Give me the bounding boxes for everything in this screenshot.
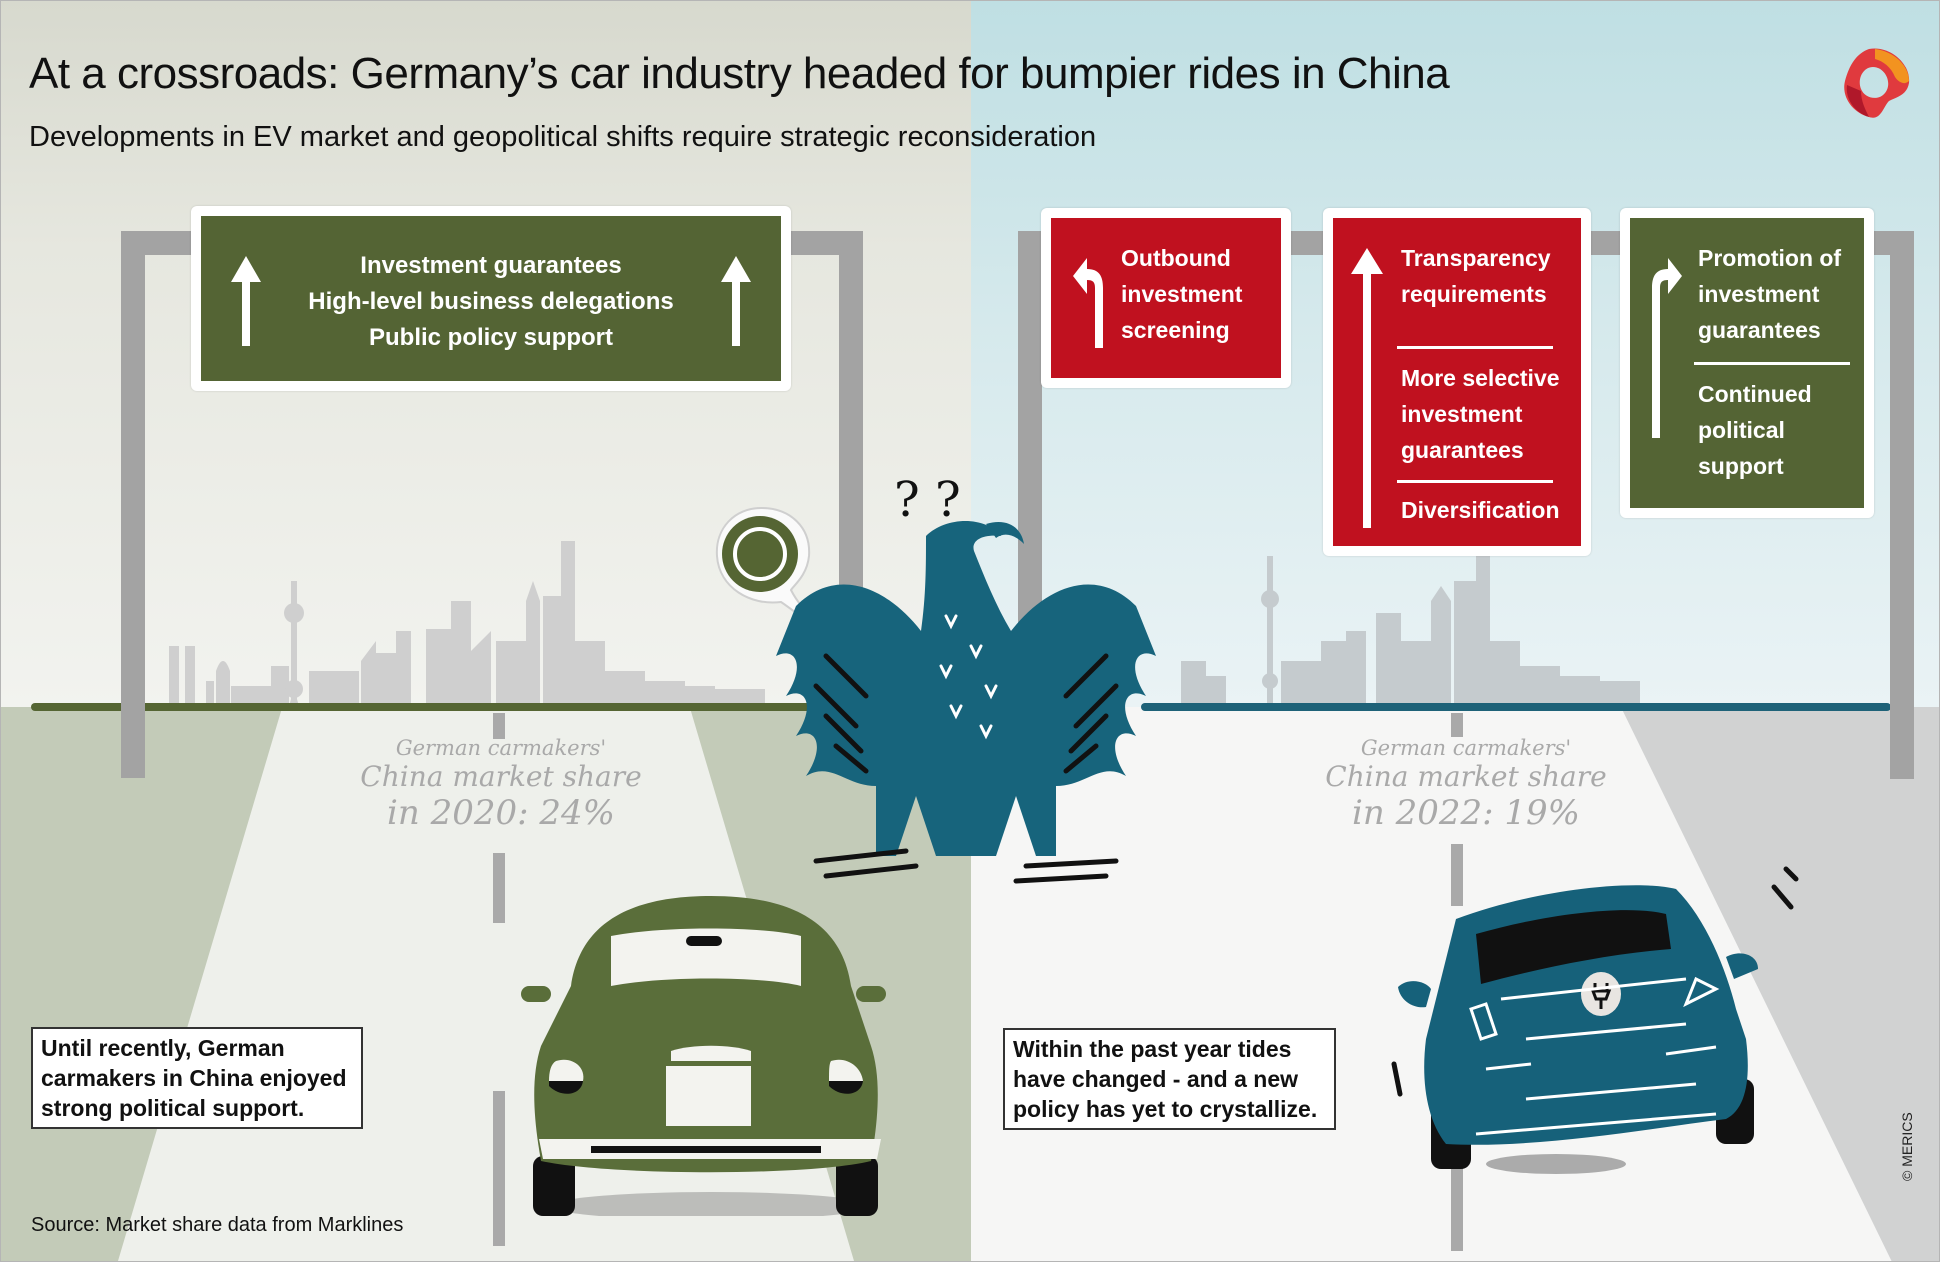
sign-line: Continued <box>1698 381 1812 407</box>
sign-outbound-screening: Outbound investment screening <box>1041 208 1291 388</box>
market-share-value: in 2020: 24% <box>387 793 615 833</box>
market-share-label: German carmakers' <box>1360 736 1572 760</box>
sign-section: Continued political support <box>1698 376 1812 484</box>
sign-section: Promotion of investment guarantees <box>1698 240 1841 348</box>
sign-line: Transparency <box>1401 245 1551 271</box>
page-subtitle: Developments in EV market and geopolitic… <box>29 121 1097 153</box>
arrow-up-icon <box>721 256 751 346</box>
sign-line: More selective <box>1401 365 1560 391</box>
source-note: Source: Market share data from Marklines <box>31 1214 404 1236</box>
market-share-label: China market share <box>360 760 642 793</box>
sign-section: More selective investment guarantees <box>1401 360 1560 468</box>
market-share-label: China market share <box>1325 760 1607 793</box>
sign-divider <box>1397 480 1553 483</box>
caption-line: Until recently, German <box>41 1035 285 1061</box>
arrow-turn-left-icon <box>1073 258 1103 348</box>
sign-section: Transparency requirements <box>1401 240 1551 312</box>
sign-divider <box>1694 362 1850 365</box>
sign-line: Investment guarantees <box>360 252 622 279</box>
skyline-right-icon <box>1181 546 1640 711</box>
sign-text: Outbound investment screening <box>1121 240 1242 348</box>
sign-panel: Outbound investment screening <box>1051 218 1281 378</box>
sign-line: Public policy support <box>368 324 614 351</box>
sign-panel: Transparency requirements More selective… <box>1333 218 1581 546</box>
caption-line: carmakers in China enjoyed <box>41 1065 347 1091</box>
electric-car-icon <box>1391 866 1799 1174</box>
question-marks: ? ? <box>894 472 961 528</box>
sign-line: political <box>1698 417 1785 443</box>
sign-line: investment <box>1121 281 1243 307</box>
gantry-pole-left <box>121 231 145 778</box>
caption-right: Within the past year tides have changed … <box>1003 1028 1336 1130</box>
german-eagle-icon: ? ? <box>776 472 1156 884</box>
sign-line: Diversification <box>1401 497 1560 523</box>
sign-section: Diversification <box>1401 492 1560 528</box>
caption-line: have changed - and a new <box>1013 1066 1299 1092</box>
arrow-up-icon <box>231 256 261 346</box>
caption-line: Within the past year tides <box>1013 1036 1292 1062</box>
horizon-line-left <box>31 703 971 711</box>
sign-line: investment <box>1698 281 1820 307</box>
market-share-value: in 2022: 19% <box>1352 793 1580 833</box>
gantry-pole-right-2 <box>1890 231 1914 779</box>
lane-mark <box>493 713 505 739</box>
arrow-turn-right-icon <box>1652 258 1682 438</box>
market-share-2020: German carmakers' China market share in … <box>301 736 701 833</box>
sign-panel: Investment guarantees High-level busines… <box>201 216 781 381</box>
sign-line: guarantees <box>1698 317 1821 343</box>
arrow-up-icon <box>1351 248 1383 528</box>
sign-promotion: Promotion of investment guarantees Conti… <box>1620 208 1874 518</box>
sign-transparency: Transparency requirements More selective… <box>1323 208 1591 556</box>
caption-line: policy has yet to crystallize. <box>1013 1096 1318 1122</box>
lane-mark <box>1451 713 1463 737</box>
sign-left-policy: Investment guarantees High-level busines… <box>191 206 791 391</box>
market-share-label: German carmakers' <box>395 736 607 760</box>
sign-text: Investment guarantees High-level busines… <box>201 248 781 356</box>
skyline-left-icon <box>169 541 765 706</box>
market-share-2022: German carmakers' China market share in … <box>1266 736 1666 833</box>
lane-mark <box>493 853 505 923</box>
sign-line: High-level business delegations <box>308 288 674 315</box>
page-title: At a crossroads: Germany’s car industry … <box>29 49 1450 98</box>
sign-line: requirements <box>1401 281 1547 307</box>
horizon-line-right <box>1141 703 1891 711</box>
sign-panel: Promotion of investment guarantees Conti… <box>1630 218 1864 508</box>
sign-line: support <box>1698 453 1784 479</box>
sign-line: guarantees <box>1401 437 1524 463</box>
sign-line: screening <box>1121 317 1230 343</box>
lane-mark <box>1451 1156 1463 1251</box>
sign-line: investment <box>1401 401 1523 427</box>
caption-line: strong political support. <box>41 1095 305 1121</box>
merics-logo-icon <box>1844 48 1910 118</box>
copyright: © MERICS <box>1899 1112 1915 1181</box>
sign-line: Outbound <box>1121 245 1231 271</box>
gantry-pole-left-2 <box>839 231 863 651</box>
lane-mark <box>1451 844 1463 906</box>
sign-divider <box>1397 346 1553 349</box>
caption-left: Until recently, German carmakers in Chin… <box>31 1027 363 1129</box>
lane-mark <box>493 1091 505 1246</box>
beetle-car-icon <box>521 896 886 1216</box>
sign-line: Promotion of <box>1698 245 1842 271</box>
